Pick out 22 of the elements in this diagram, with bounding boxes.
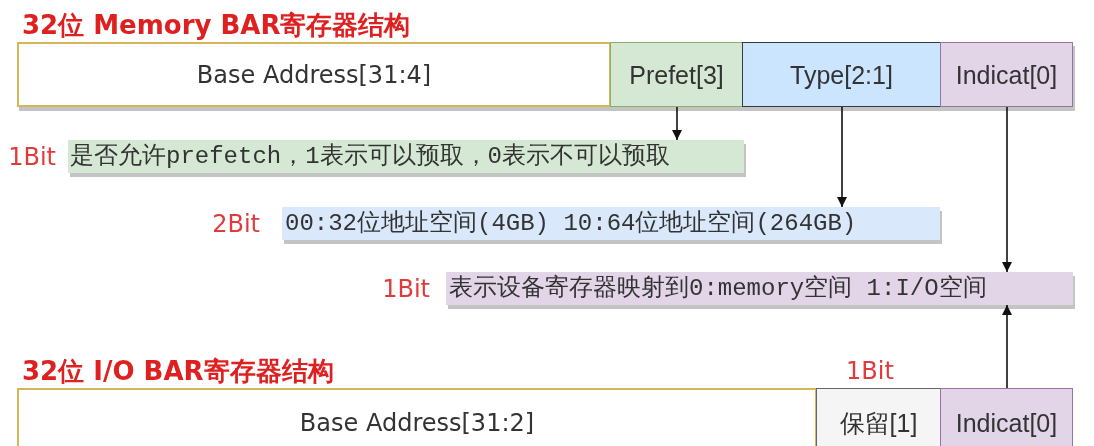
arrow	[1002, 304, 1012, 389]
field-label: Type[2:1]	[790, 59, 893, 90]
arrow	[837, 106, 847, 208]
bit-width-label: 1Bit	[846, 356, 894, 386]
field-label: Prefet[3]	[629, 59, 724, 90]
arrow	[672, 106, 682, 141]
description-text: 表示设备寄存器映射到0:memory空间 1:I/O空间	[449, 273, 987, 304]
field-label: Indicat[0]	[955, 59, 1058, 90]
register-field	[17, 388, 817, 446]
description-text: 是否允许prefetch，1表示可以预取，0表示不可以预取	[70, 141, 671, 172]
bit-width-label: 1Bit	[382, 273, 430, 304]
field-label: 保留[1]	[839, 407, 918, 438]
field-label: Base Address[31:2]	[299, 408, 535, 438]
description-text: 00:32位地址空间(4GB) 10:64位地址空间(264GB)	[285, 208, 857, 239]
bit-width-label: 2Bit	[212, 208, 260, 239]
register-field	[940, 388, 1073, 446]
arrow	[1002, 106, 1012, 273]
section-title: 32位 I/O BAR寄存器结构	[22, 355, 334, 387]
field-label: Indicat[0]	[955, 407, 1058, 438]
register-field	[816, 388, 941, 446]
field-label: Base Address[31:4]	[196, 59, 432, 90]
bit-width-label: 1Bit	[8, 141, 56, 172]
